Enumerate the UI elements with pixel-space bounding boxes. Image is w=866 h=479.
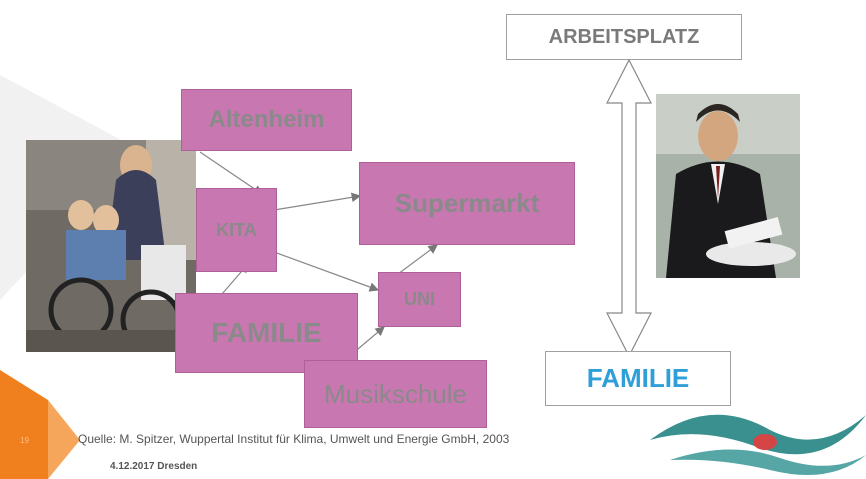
musikschule-box: Musikschule: [304, 360, 487, 428]
supermarkt-box: Supermarkt: [359, 162, 575, 245]
slide-number: 19: [20, 436, 29, 445]
logo-icon: [650, 414, 866, 475]
kita-box: KITA: [196, 188, 277, 272]
family-bicycle-photo: [26, 140, 196, 352]
familie-left-box: FAMILIE: [175, 293, 358, 373]
date-place: 4.12.2017 Dresden: [110, 461, 198, 472]
double-arrow: [606, 58, 652, 358]
businessman-photo: [656, 94, 800, 278]
uni-box: UNI: [378, 272, 461, 327]
source-citation: Quelle: M. Spitzer, Wuppertal Institut f…: [78, 432, 510, 446]
altenheim-box: Altenheim: [181, 89, 352, 151]
arbeitsplatz-box: ARBEITSPLATZ: [506, 14, 742, 60]
familie-right-box: FAMILIE: [545, 351, 731, 406]
